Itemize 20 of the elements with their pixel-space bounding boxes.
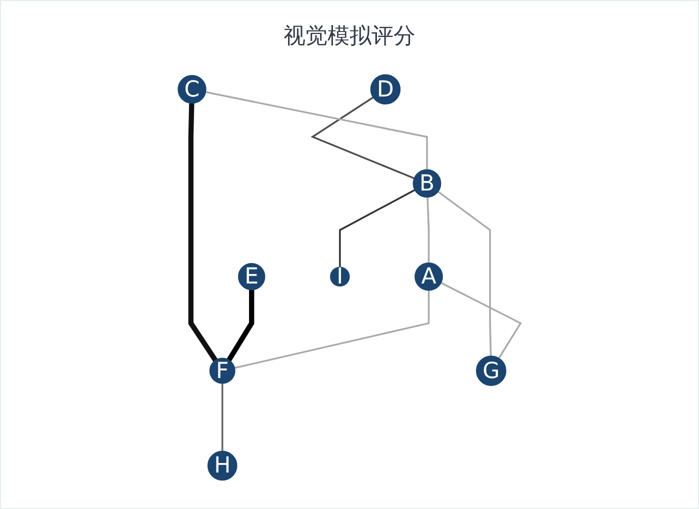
connector [426, 196, 430, 264]
node-circle: I [330, 266, 350, 287]
connector [188, 102, 218, 362]
node-circle: D [370, 74, 401, 104]
connector [440, 282, 522, 359]
connector [205, 91, 428, 170]
chart-title: 视觉模拟评分 [284, 23, 416, 51]
connector [339, 189, 416, 268]
connector [437, 190, 492, 356]
node-circle: B [412, 169, 442, 198]
connector [221, 383, 224, 452]
node-circle: A [414, 262, 443, 291]
connector [226, 290, 254, 362]
node-circle: C [178, 75, 206, 104]
node-circle: E [238, 263, 266, 290]
node-circle: H [207, 450, 238, 481]
connector [310, 96, 415, 180]
node-circle: G [476, 356, 506, 386]
connector [234, 290, 430, 369]
node-circle: F [209, 358, 236, 384]
